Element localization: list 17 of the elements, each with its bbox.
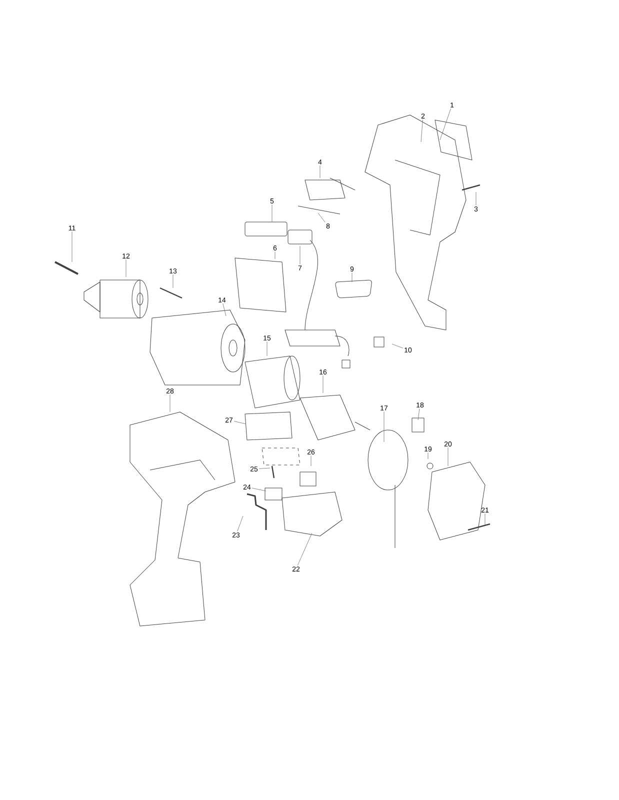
leader-line <box>258 468 270 469</box>
leader-line <box>222 303 226 316</box>
leader-line <box>172 274 174 288</box>
leader-line <box>310 455 312 466</box>
leader-line <box>266 341 268 356</box>
leader-line <box>484 513 486 526</box>
leader-line <box>234 421 246 424</box>
leader-line <box>252 488 266 492</box>
leader-line <box>297 532 312 566</box>
leader-line <box>418 408 420 420</box>
leader-line <box>274 251 276 260</box>
leader-line <box>440 108 451 140</box>
leader-line <box>318 212 326 223</box>
leader-line <box>392 344 404 348</box>
leader-line <box>237 516 244 532</box>
leader-line <box>322 375 324 394</box>
leader-line <box>420 119 423 142</box>
